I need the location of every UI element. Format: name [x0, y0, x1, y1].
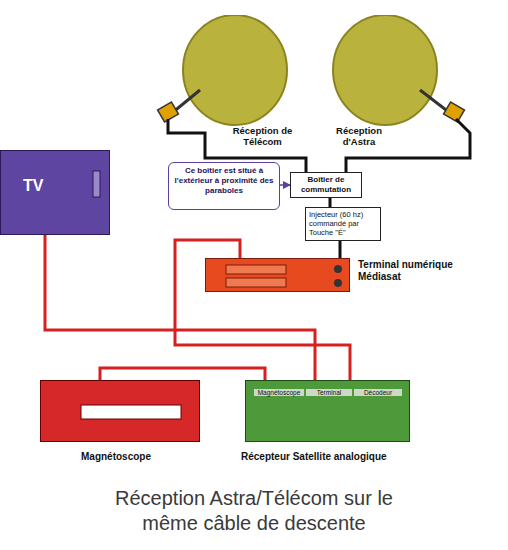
note-callout: Ce boîtier est situé à l'extérieur à pro… — [168, 162, 280, 210]
node-label: Réception d'Astra — [324, 125, 394, 147]
satellite-dish: Réception d'Astra — [300, 15, 490, 150]
cable — [346, 150, 470, 172]
cable — [175, 240, 350, 380]
satellite-dish: Réception de Télécom — [150, 15, 300, 150]
node-label: TV — [23, 177, 43, 195]
node-label: Terminal numérique Médiasat — [358, 259, 458, 283]
digital-terminal: Terminal numérique Médiasat — [205, 258, 350, 292]
node-label: Décodeur — [354, 389, 402, 396]
cable — [100, 368, 265, 380]
figure-caption: Réception Astra/Télécom sur le même câbl… — [99, 486, 409, 536]
injector-box: Injecteur (60 hz) commandé par Touche "É… — [305, 207, 381, 241]
node-label: Injecteur (60 hz) commandé par Touche "É… — [309, 210, 377, 237]
analog-receiver: MagnétoscopeTerminalDécodeurRécepteur Sa… — [245, 380, 410, 442]
node-label: Ce boîtier est situé à l'extérieur à pro… — [173, 166, 275, 196]
node-label: Récepteur Satellite analogique — [241, 451, 431, 462]
device-front — [206, 259, 351, 293]
cable — [45, 235, 315, 380]
node-label: Terminal — [306, 389, 352, 396]
cable — [339, 241, 342, 258]
video-recorder: Magnétoscope — [40, 380, 200, 442]
node-label: Boîtier de commutation — [294, 175, 358, 195]
cable — [329, 198, 332, 207]
node-label: Magnétoscope — [81, 451, 221, 462]
tv-control — [1, 151, 111, 236]
tv-set: TV — [0, 150, 110, 235]
node-label: Réception de Télécom — [230, 125, 295, 147]
dish-illustration — [300, 15, 490, 150]
cable — [280, 184, 290, 186]
switch-box: Boîtier de commutation — [290, 172, 362, 198]
vcr-slot — [41, 381, 201, 443]
node-label: Magnétoscope — [254, 389, 304, 396]
